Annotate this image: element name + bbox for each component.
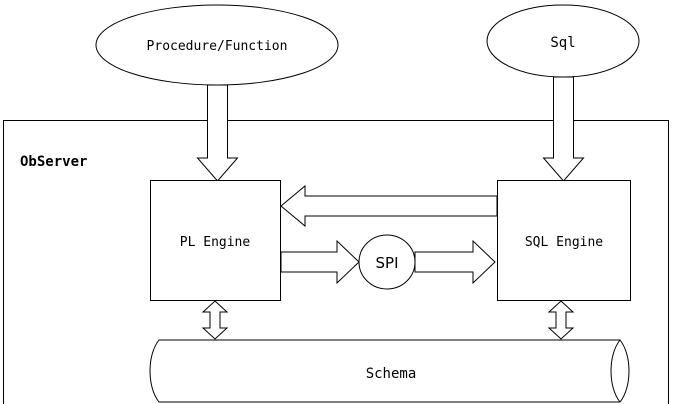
arrow-spi-to-sqlengine	[414, 239, 496, 285]
arrow-procedure-to-pl	[196, 84, 239, 182]
sql-label: Sql	[550, 35, 575, 51]
double-arrow-sql-schema	[547, 300, 575, 340]
arrow-sql-to-sqlengine	[542, 76, 585, 182]
observer-label: ObServer	[20, 154, 87, 170]
schema-label: Schema	[366, 366, 417, 382]
arrow-pl-to-spi	[280, 239, 360, 285]
sql-engine-box	[497, 180, 631, 301]
spi-label: SPI	[376, 254, 399, 272]
arrow-sqlengine-to-pl	[280, 184, 498, 228]
schema-cylinder-end	[610, 339, 621, 403]
sql-engine-label: SQL Engine	[525, 235, 603, 250]
pl-engine-box	[150, 180, 281, 301]
double-arrow-pl-schema	[201, 300, 229, 340]
pl-engine-label: PL Engine	[180, 235, 251, 250]
procedure-function-label: Procedure/Function	[147, 39, 288, 54]
